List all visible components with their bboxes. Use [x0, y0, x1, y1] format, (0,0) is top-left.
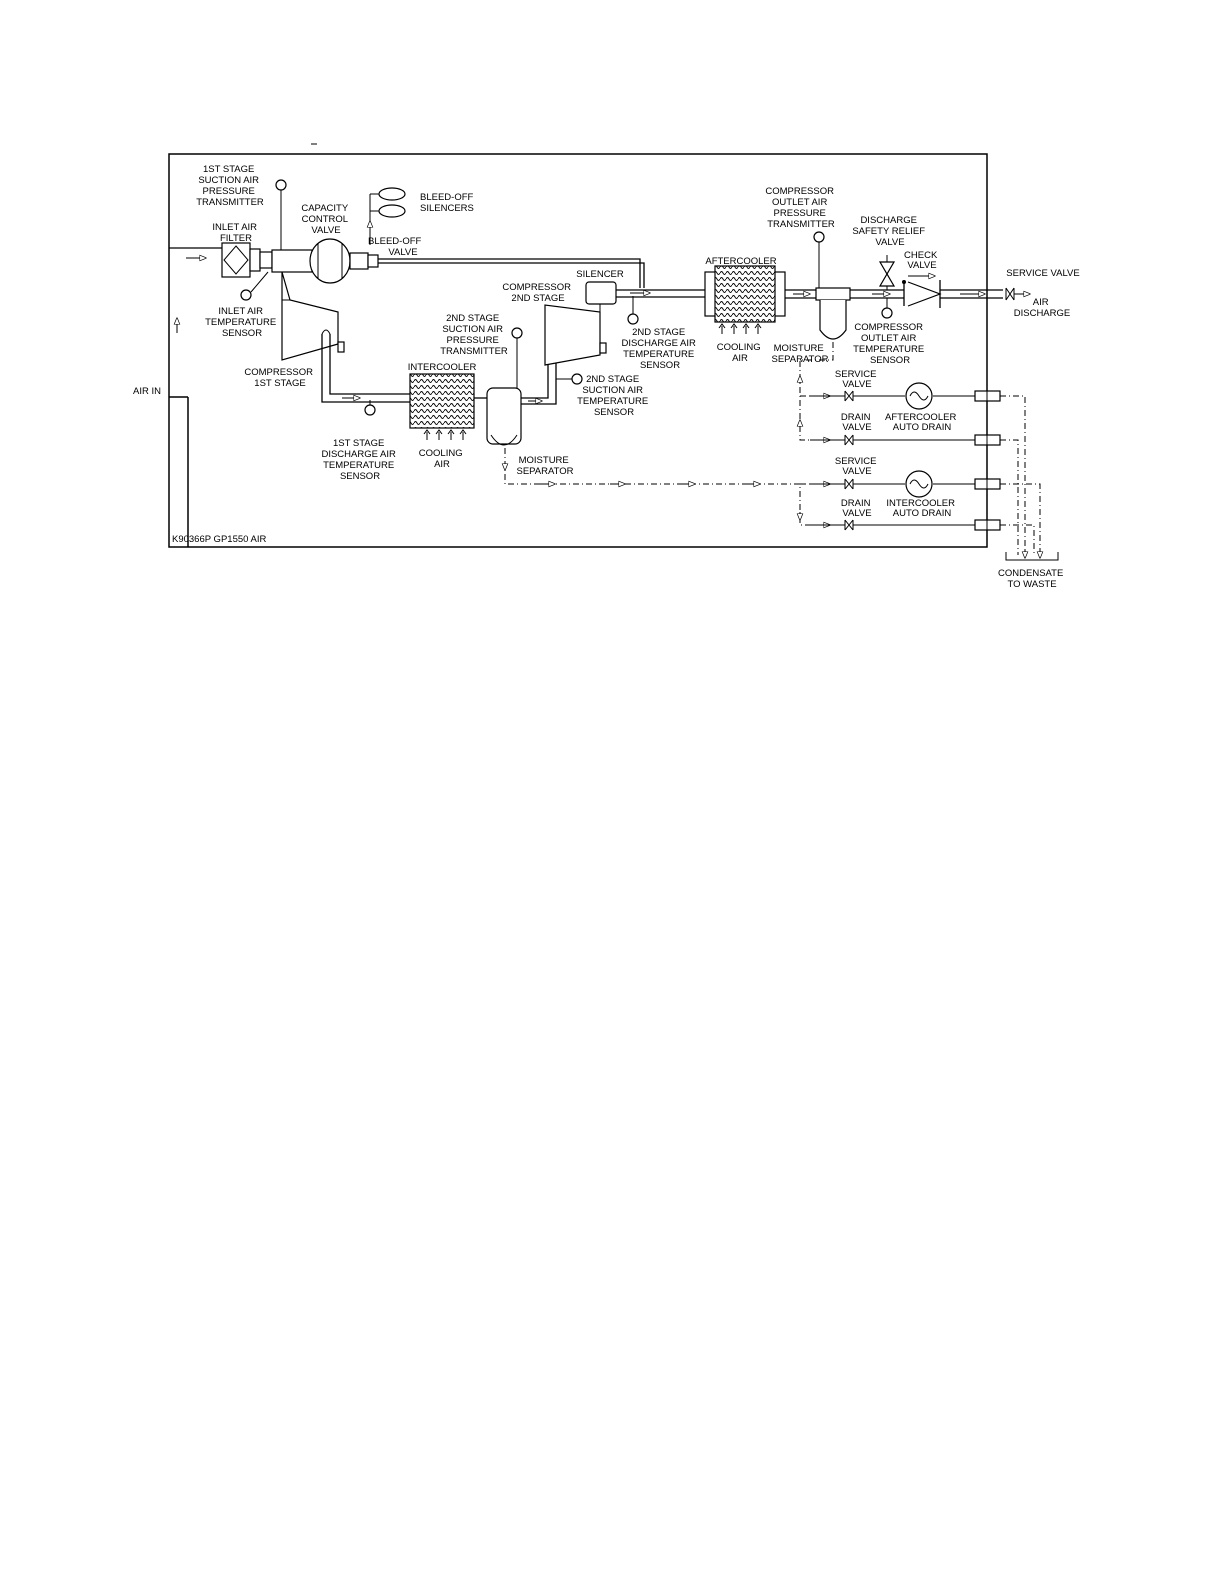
- label-service-valve-top: SERVICE VALVE: [1006, 268, 1079, 279]
- label-stage1-discharge-temp: 1ST STAGE DISCHARGE AIR TEMPERATURE SENS…: [321, 438, 398, 482]
- aftercooler: [704, 265, 816, 334]
- label-aftercooler-cooling-air: COOLING AIR: [717, 342, 763, 364]
- label-compressor-outlet-pressure: COMPRESSOR OUTLET AIR PRESSURE TRANSMITT…: [765, 186, 836, 230]
- label-compressor-1st-stage: COMPRESSOR 1ST STAGE: [244, 367, 315, 389]
- service-valve-1-icon: [844, 390, 854, 402]
- service-valve-icon: [1005, 287, 1015, 301]
- stage2-suction-pressure-transmitter-icon: [511, 327, 523, 339]
- compressor-1st-stage: [281, 271, 345, 361]
- label-aftercooler-auto-drain: AFTERCOOLER AUTO DRAIN: [885, 412, 959, 433]
- service-valve-2-icon: [844, 478, 854, 490]
- aftercooler-moisture-separator: [815, 287, 904, 340]
- label-stage2-suction-pressure: 2ND STAGE SUCTION AIR PRESSURE TRANSMITT…: [440, 313, 508, 357]
- label-capacity-control-valve: CAPACITY CONTROL VALVE: [301, 203, 350, 236]
- label-stage2-suction-temp: 2ND STAGE SUCTION AIR TEMPERATURE SENSOR: [577, 374, 651, 418]
- intercooler: [409, 373, 475, 440]
- stage2-discharge-temperature-sensor-icon: [627, 313, 639, 325]
- condensate-outlet: [1005, 550, 1059, 561]
- label-check-valve: CHECK VALVE: [904, 250, 940, 271]
- label-drain-valve-2: DRAIN VALVE: [841, 498, 873, 519]
- condensate-drain-lines: [505, 342, 1041, 555]
- main-discharge-pipe: [378, 258, 645, 288]
- stage1-discharge-temperature-sensor-icon: [364, 404, 376, 416]
- capacity-control-valve: [271, 238, 379, 284]
- label-intercooler-auto-drain: INTERCOOLER AUTO DRAIN: [886, 498, 957, 519]
- stage1-to-intercooler-pipe: [321, 329, 410, 403]
- drain-valve-1-icon: [844, 434, 854, 446]
- drain-valves: [810, 382, 1001, 531]
- air-in-flow: [169, 247, 228, 333]
- label-service-valve-2: SERVICE VALVE: [835, 456, 879, 477]
- compressor-2nd-stage: [544, 299, 607, 366]
- label-condensate: CONDENSATE TO WASTE: [998, 568, 1066, 590]
- check-valve: [902, 276, 942, 308]
- label-stage1-suction-pressure: 1ST STAGE SUCTION AIR PRESSURE TRANSMITT…: [196, 164, 264, 208]
- sensor-circles: [240, 179, 893, 416]
- label-drain-valve-1: DRAIN VALVE: [841, 412, 873, 433]
- label-inlet-air-filter: INLET AIR FILTER: [212, 222, 259, 244]
- compressor-outlet-temperature-sensor-icon: [881, 307, 893, 319]
- label-bleed-off-valve: BLEED-OFF VALVE: [368, 236, 424, 258]
- drain-valve-2-icon: [844, 519, 854, 531]
- discharge-safety-relief-valve: [878, 255, 896, 290]
- label-intercooler: INTERCOOLER: [408, 362, 477, 373]
- bleed-off-silencers: [370, 187, 406, 245]
- inlet-air-filter: [221, 242, 273, 278]
- label-intercooler-cooling-air: COOLING AIR: [419, 448, 465, 470]
- diagram-frame: [168, 153, 988, 548]
- compressor-outlet-pressure-transmitter-icon: [813, 231, 825, 243]
- label-intercooler-moisture-separator: MOISTURE SEPARATOR: [516, 455, 573, 477]
- inlet-air-temperature-sensor-icon: [240, 289, 252, 301]
- label-aftercooler: AFTERCOOLER: [705, 256, 776, 267]
- labels: 1ST STAGE SUCTION AIR PRESSURE TRANSMITT…: [133, 164, 1080, 590]
- label-service-valve-1: SERVICE VALVE: [835, 369, 879, 390]
- label-compressor-2nd-stage: COMPRESSOR 2ND STAGE: [502, 282, 573, 304]
- label-discharge-safety-relief-valve: DISCHARGE SAFETY RELIEF VALVE: [852, 215, 927, 248]
- label-air-discharge: AIR DISCHARGE: [1014, 297, 1070, 319]
- label-inlet-air-temp-sensor: INLET AIR TEMPERATURE SENSOR: [205, 306, 279, 339]
- label-stage2-discharge-temp: 2ND STAGE DISCHARGE AIR TEMPERATURE SENS…: [621, 327, 698, 371]
- stage1-suction-pressure-transmitter-icon: [275, 179, 287, 191]
- label-air-in: AIR IN: [133, 386, 161, 397]
- label-aftercooler-moisture-separator: MOISTURE SEPARATOR: [771, 343, 828, 365]
- silencer: [585, 281, 705, 305]
- stage2-suction-temperature-sensor-icon: [571, 373, 583, 385]
- outlet-pipe: [940, 287, 1030, 301]
- intercooler-to-stage2-pipe: [474, 335, 557, 446]
- label-silencer: SILENCER: [576, 269, 624, 280]
- label-bleed-off-silencers: BLEED-OFF SILENCERS: [420, 192, 476, 214]
- label-compressor-outlet-temp: COMPRESSOR OUTLET AIR TEMPERATURE SENSOR: [853, 322, 927, 366]
- figure-id: K90366P GP1550 AIR: [172, 534, 267, 545]
